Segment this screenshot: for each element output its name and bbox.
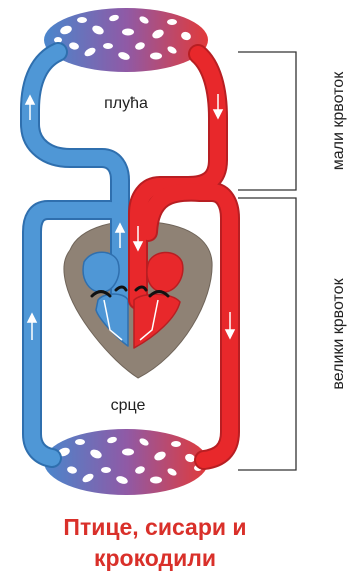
body-capillary-bed (44, 429, 208, 495)
pulmonary-circulation-label: мали крвоток (330, 71, 347, 170)
systemic-bracket (238, 198, 296, 470)
heart-label: срце (111, 397, 146, 414)
lungs-label: плућа (104, 95, 148, 112)
systemic-circulation-label: велики крвоток (330, 277, 347, 389)
caption-line-2: крокодили (0, 543, 310, 573)
lungs-capillary-bed (44, 8, 208, 72)
caption-line-1: Птице, сисари и (0, 512, 310, 542)
pulmonary-bracket (238, 52, 296, 190)
